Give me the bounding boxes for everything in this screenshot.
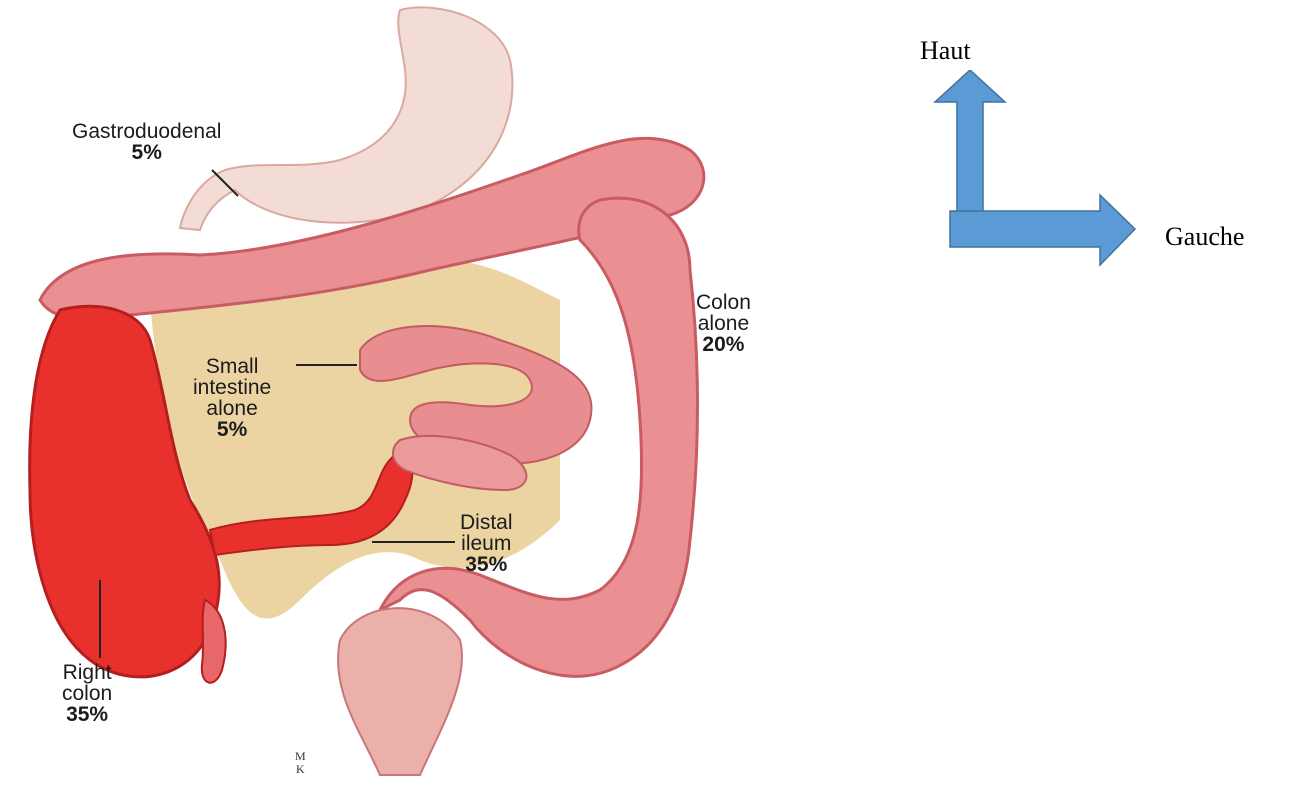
small-intestine-line2: intestine	[193, 377, 271, 398]
right-colon-line1: Right	[62, 662, 112, 683]
colon-alone-line2: alone	[696, 313, 751, 334]
label-right-colon: Right colon 35%	[62, 662, 112, 725]
svg-text:M: M	[295, 749, 306, 763]
orientation-up-label: Haut	[920, 36, 971, 66]
svg-text:K: K	[296, 762, 305, 776]
distal-ileum-percent: 35%	[460, 554, 513, 575]
colon-alone-percent: 20%	[696, 334, 751, 355]
orientation-left-label: Gauche	[1165, 222, 1244, 252]
arrow-up-icon	[935, 70, 1005, 215]
artist-signature: M K	[295, 749, 306, 776]
gastroduodenal-name: Gastroduodenal	[72, 121, 221, 142]
orientation-arrows	[930, 70, 1150, 280]
small-intestine-line3: alone	[193, 398, 271, 419]
label-distal-ileum: Distal ileum 35%	[460, 512, 513, 575]
colon-alone-line1: Colon	[696, 292, 751, 313]
small-intestine-percent: 5%	[193, 419, 271, 440]
label-gastroduodenal: Gastroduodenal 5%	[72, 121, 221, 163]
distal-ileum-line2: ileum	[460, 533, 513, 554]
gastroduodenal-percent: 5%	[72, 142, 221, 163]
small-intestine-line1: Small	[193, 356, 271, 377]
label-small-intestine: Small intestine alone 5%	[193, 356, 271, 440]
right-colon-percent: 35%	[62, 704, 112, 725]
anatomy-illustration: M K	[0, 0, 760, 787]
label-colon-alone: Colon alone 20%	[696, 292, 751, 355]
appendix	[202, 600, 226, 683]
distal-ileum-line1: Distal	[460, 512, 513, 533]
right-colon-line2: colon	[62, 683, 112, 704]
rectum	[338, 608, 462, 775]
